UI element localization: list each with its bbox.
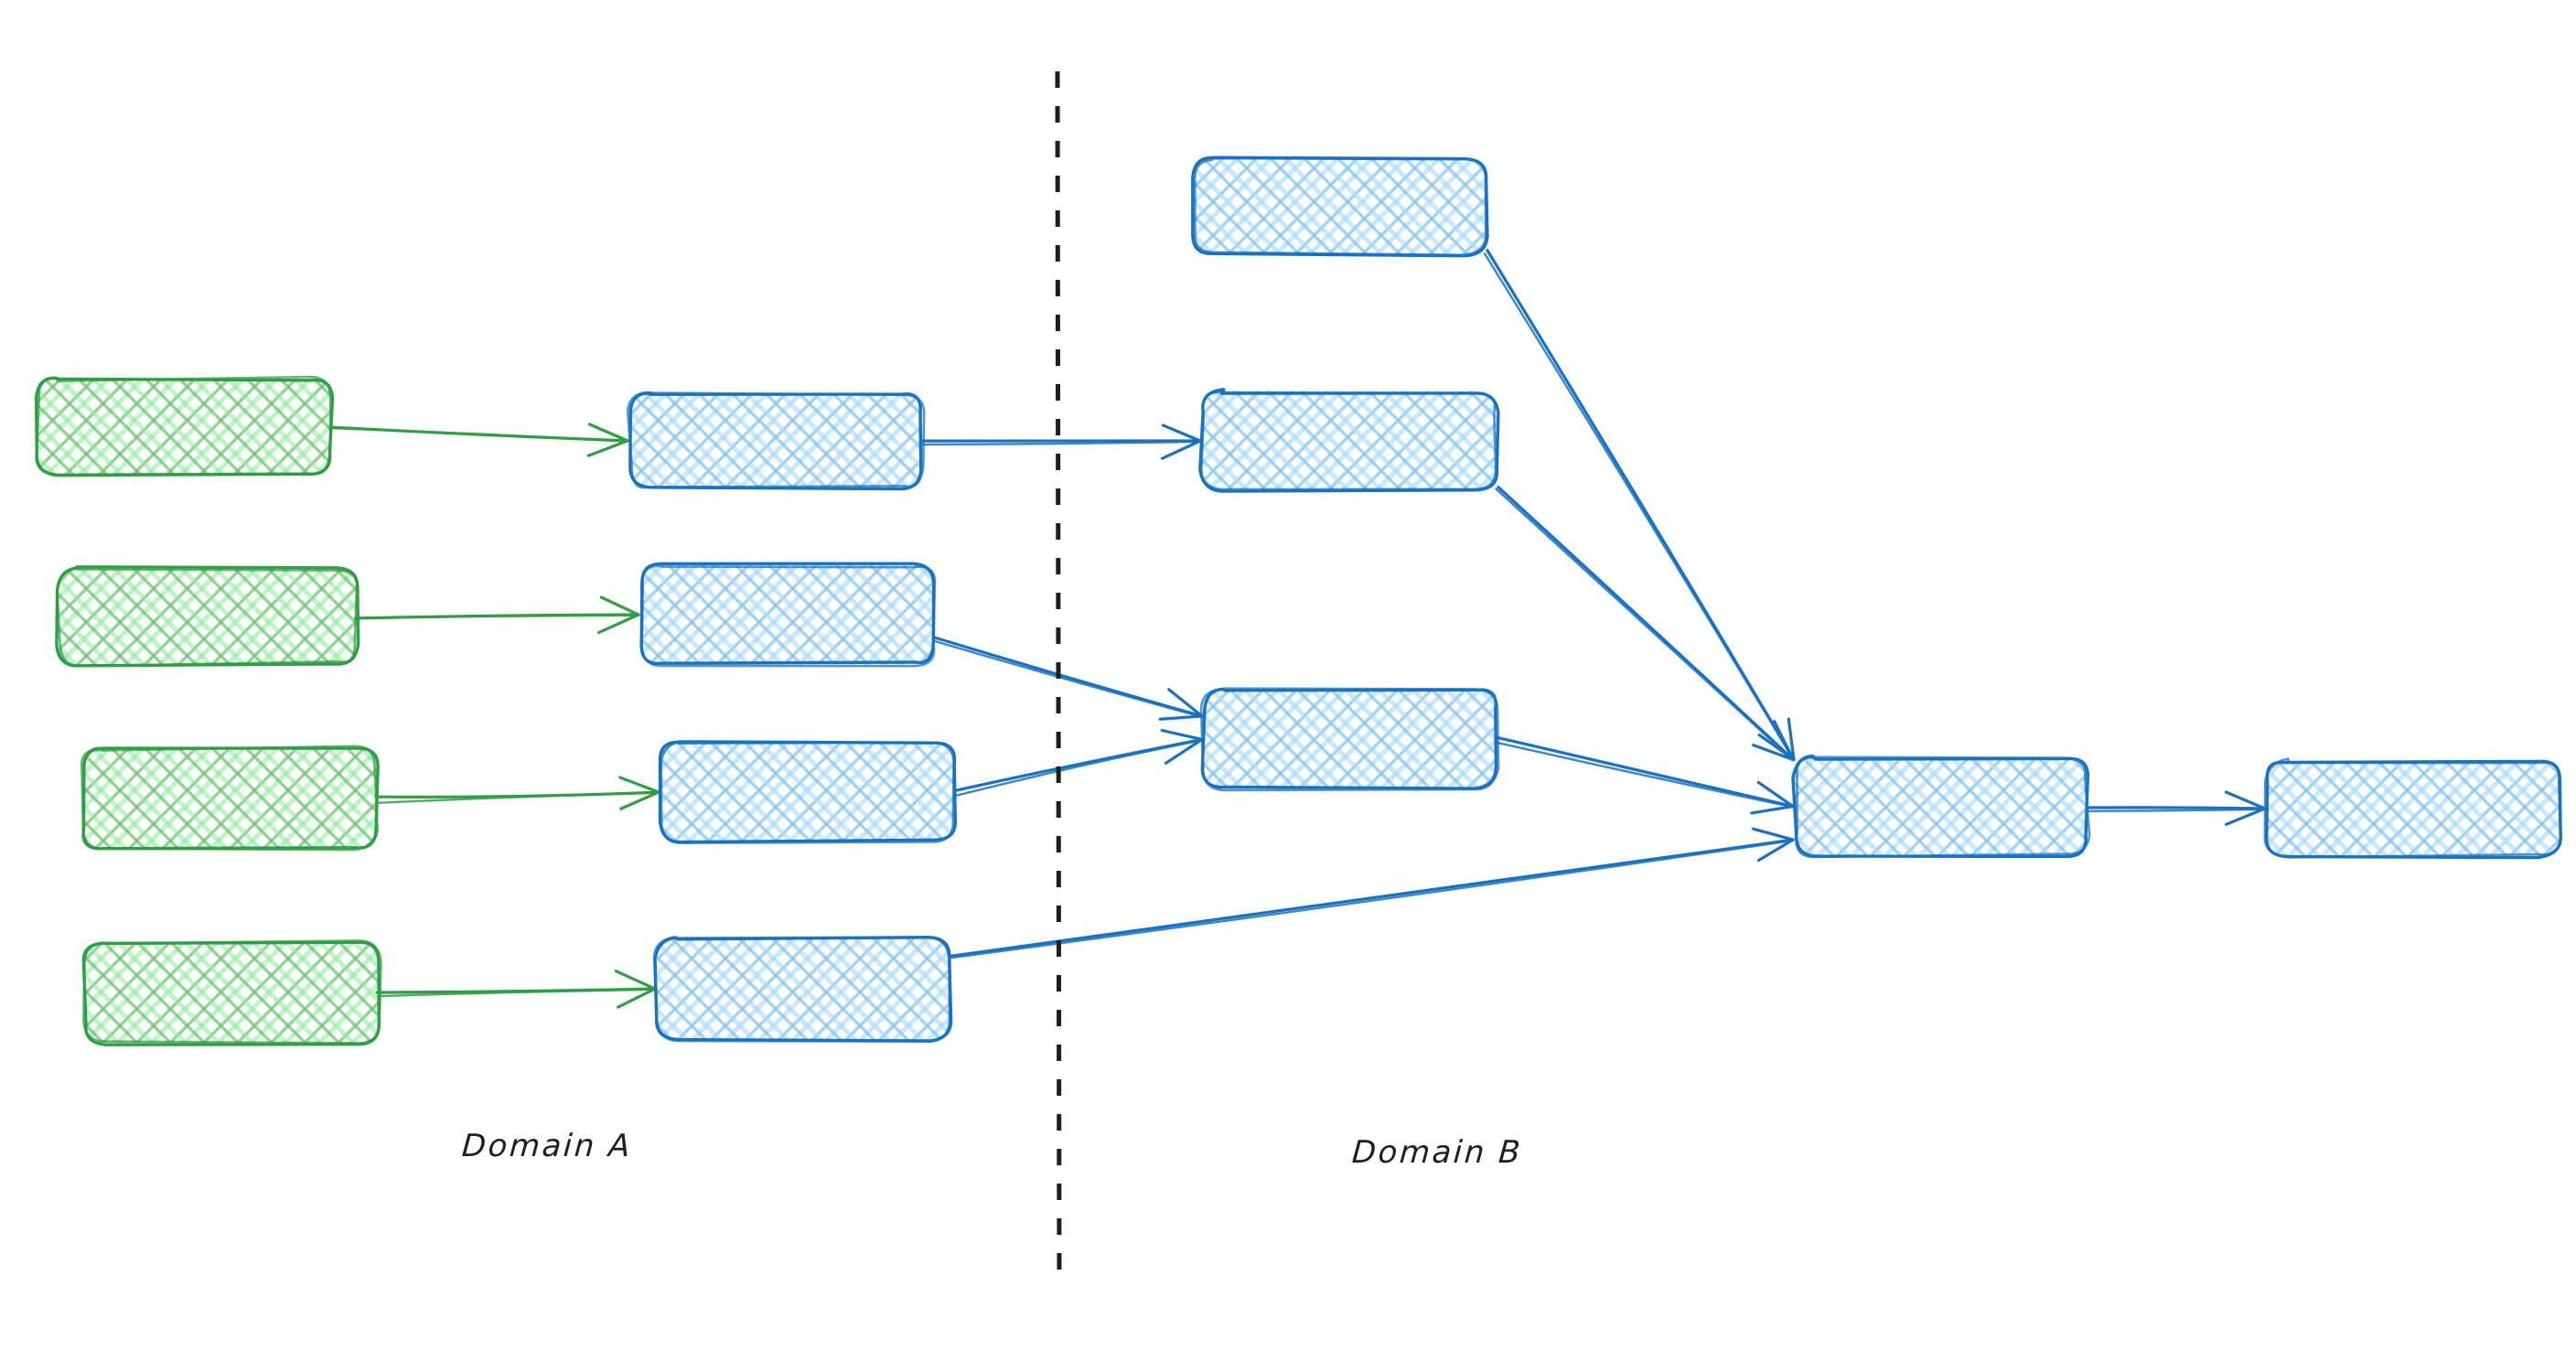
edge-e-src4-mid4 <box>375 970 657 1009</box>
edge-e-mid3-bmid <box>953 728 1204 798</box>
node-a-src-3[interactable] <box>80 745 380 852</box>
node-a-mid-2[interactable] <box>639 562 937 668</box>
node-b-out[interactable] <box>2263 757 2562 860</box>
edges-layer <box>327 249 2267 1009</box>
node-a-src-4[interactable] <box>81 939 382 1046</box>
edge-e-src2-mid2 <box>354 595 640 635</box>
edge-e-bupper-bhub <box>1495 486 1796 762</box>
node-a-src-2[interactable] <box>55 565 360 668</box>
nodes-layer <box>34 155 2562 1046</box>
edge-e-mid2-bmid <box>931 636 1204 721</box>
edge-e-btop-bhub <box>1483 249 1796 762</box>
node-b-hub[interactable] <box>1791 755 2091 859</box>
domain-divider <box>1055 70 1062 1287</box>
edge-e-bmid-bhub <box>1494 735 1795 815</box>
domain-b-label: Domain B <box>1350 1134 1524 1171</box>
node-a-src-1[interactable] <box>34 375 335 477</box>
domain-a-label: Domain A <box>460 1128 634 1164</box>
node-a-mid-3[interactable] <box>658 740 958 845</box>
node-a-mid-1[interactable] <box>626 391 926 491</box>
edge-e-src3-mid3 <box>374 776 660 810</box>
divider-layer <box>1055 70 1062 1287</box>
edge-e-mid1-bupper <box>920 423 1202 460</box>
node-b-top[interactable] <box>1191 155 1489 258</box>
edge-e-bhub-bout <box>2085 790 2267 826</box>
node-a-mid-4[interactable] <box>653 936 953 1043</box>
node-b-mid[interactable] <box>1199 687 1500 792</box>
edge-e-src1-mid1 <box>327 423 629 457</box>
node-b-upper[interactable] <box>1198 388 1500 493</box>
edge-e-mid4-bhub <box>949 827 1795 959</box>
